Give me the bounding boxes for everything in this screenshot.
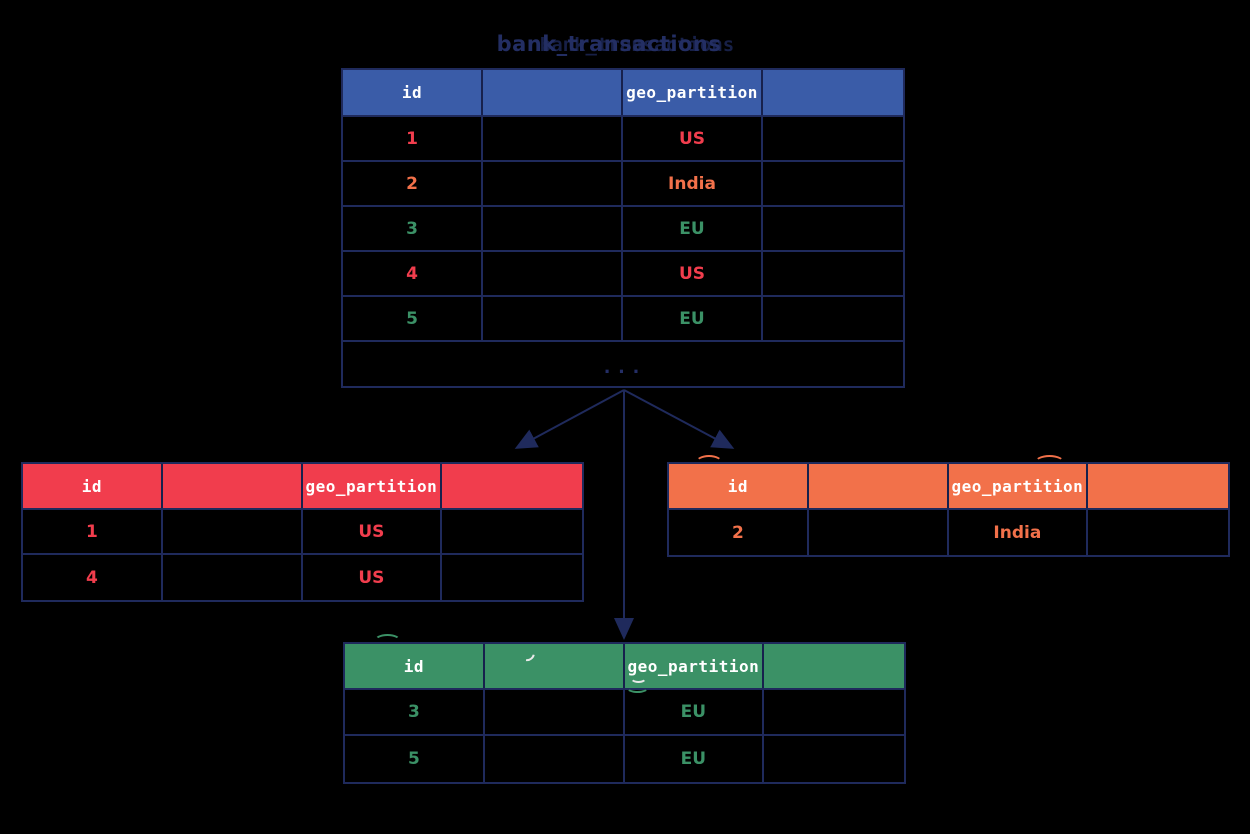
- table-row: 2 India: [669, 510, 1228, 555]
- empty-cell: [442, 555, 582, 600]
- id-cell: 1: [23, 510, 163, 553]
- table-row: 5 EU: [345, 736, 904, 782]
- geo-partition-cell: EU: [625, 736, 765, 782]
- empty-cell: [483, 207, 623, 250]
- id-cell: 5: [345, 736, 485, 782]
- geo-partition-cell: US: [623, 117, 763, 160]
- id-cell: 4: [23, 555, 163, 600]
- table-row: 3 EU: [343, 207, 903, 252]
- header-cell-empty: [442, 464, 582, 508]
- geo-partition-cell: US: [303, 555, 443, 600]
- diagram-title-text-sans-layer: bank_transactions: [496, 32, 722, 56]
- header-cell-geo-partition: geo_partition: [303, 464, 443, 508]
- header-cell-empty: [485, 644, 625, 688]
- table-row: 1 US: [23, 510, 582, 555]
- id-cell: 2: [343, 162, 483, 205]
- partition-table-us: id geo_partition 1 US 4 US: [21, 462, 584, 602]
- table-row: 5 EU: [343, 297, 903, 342]
- empty-cell: [763, 207, 903, 250]
- doodle-arc-icon: [695, 455, 723, 471]
- empty-cell: [1088, 510, 1228, 555]
- header-cell-empty: [163, 464, 303, 508]
- geo-partition-cell: US: [303, 510, 443, 553]
- main-table: id geo_partition 1 US 2 India 3 EU 4 US: [341, 68, 905, 388]
- empty-cell: [483, 252, 623, 295]
- header-cell-empty: [483, 70, 623, 115]
- id-cell: 3: [343, 207, 483, 250]
- table-header-row: id geo_partition: [343, 70, 903, 117]
- empty-cell: [763, 117, 903, 160]
- table-header-row: id geo_partition: [345, 644, 904, 690]
- header-cell-geo-partition: geo_partition: [625, 644, 765, 688]
- empty-cell: [763, 162, 903, 205]
- ellipsis-row: ...: [343, 342, 903, 386]
- empty-cell: [163, 510, 303, 553]
- empty-cell: [764, 736, 904, 782]
- id-cell: 2: [669, 510, 809, 555]
- id-cell: 3: [345, 690, 485, 734]
- geo-partition-cell: EU: [623, 297, 763, 340]
- empty-cell: [483, 297, 623, 340]
- id-cell: 4: [343, 252, 483, 295]
- table-row: 4 US: [343, 252, 903, 297]
- doodle-arc-icon: [630, 672, 647, 683]
- header-cell-empty: [1088, 464, 1228, 508]
- header-cell-id: id: [23, 464, 163, 508]
- partition-table-india: id geo_partition 2 India: [667, 462, 1230, 557]
- header-cell-geo-partition: geo_partition: [949, 464, 1089, 508]
- geo-partition-cell: India: [949, 510, 1089, 555]
- empty-cell: [163, 555, 303, 600]
- table-row: 1 US: [343, 117, 903, 162]
- header-cell-id: id: [343, 70, 483, 115]
- empty-cell: [483, 162, 623, 205]
- table-header-row: id geo_partition: [23, 464, 582, 510]
- geo-partition-cell: EU: [623, 207, 763, 250]
- header-cell-empty: [809, 464, 949, 508]
- id-cell: 5: [343, 297, 483, 340]
- geo-partition-cell: EU: [625, 690, 765, 734]
- empty-cell: [763, 252, 903, 295]
- doodle-arc-icon: [374, 634, 401, 648]
- empty-cell: [442, 510, 582, 553]
- diagram-title: bank_transactions bank_transactions: [341, 32, 905, 60]
- doodle-arc-icon: [626, 682, 649, 693]
- partition-table-eu: id geo_partition 3 EU 5 EU: [343, 642, 906, 784]
- empty-cell: [809, 510, 949, 555]
- header-cell-geo-partition: geo_partition: [623, 70, 763, 115]
- arrow-to-india-partition: [623, 389, 735, 449]
- empty-cell: [764, 690, 904, 734]
- empty-cell: [763, 297, 903, 340]
- geo-partition-cell: US: [623, 252, 763, 295]
- arrow-to-us-partition: [514, 389, 625, 449]
- geo-partition-cell: India: [623, 162, 763, 205]
- table-row: 4 US: [23, 555, 582, 600]
- empty-cell: [485, 736, 625, 782]
- ellipsis-text: ...: [601, 356, 645, 378]
- table-header-row: id geo_partition: [669, 464, 1228, 510]
- header-cell-id: id: [669, 464, 809, 508]
- header-cell-empty: [764, 644, 904, 688]
- doodle-arc-icon: [1034, 455, 1065, 471]
- header-cell-id: id: [345, 644, 485, 688]
- table-row: 3 EU: [345, 690, 904, 736]
- diagram-title-text-mono-layer: bank_transactions: [539, 34, 735, 56]
- empty-cell: [485, 690, 625, 734]
- empty-cell: [483, 117, 623, 160]
- header-cell-empty: [763, 70, 903, 115]
- id-cell: 1: [343, 117, 483, 160]
- table-row: 2 India: [343, 162, 903, 207]
